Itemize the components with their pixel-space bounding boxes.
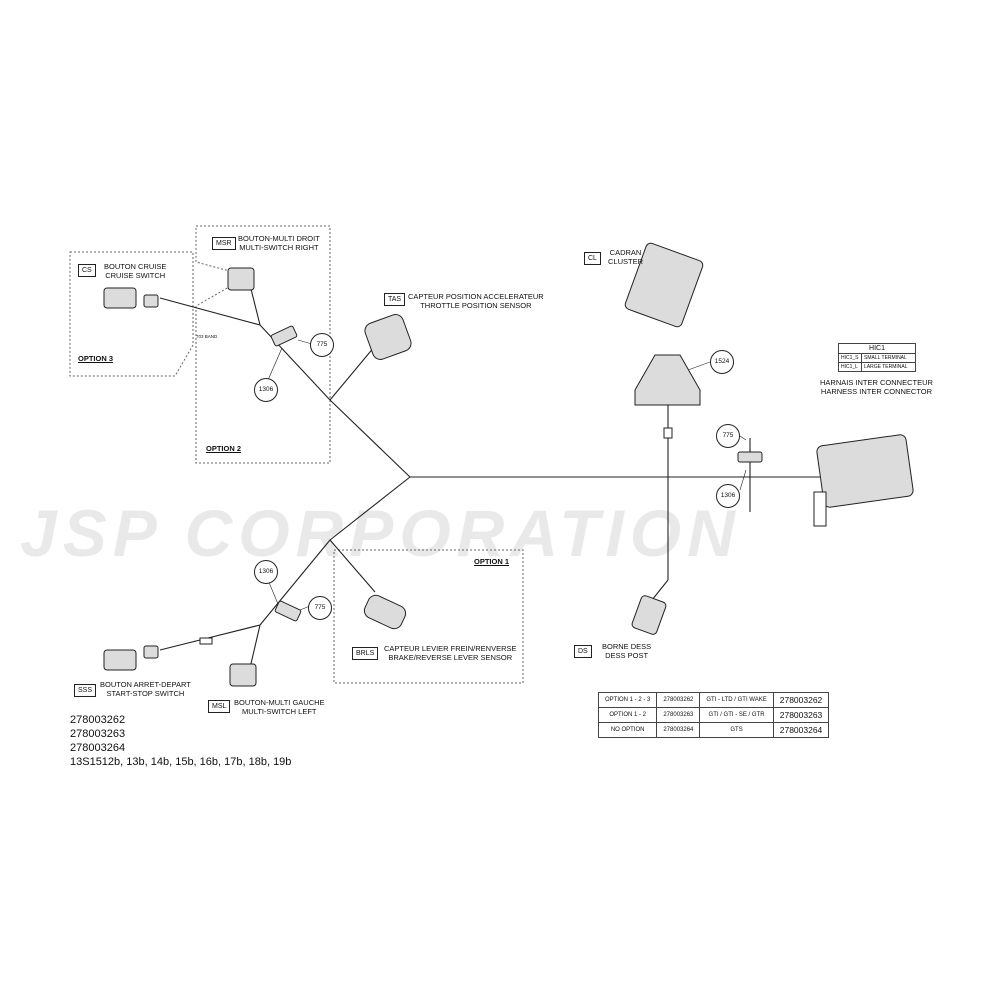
fastener-bottom bbox=[274, 600, 302, 622]
option-3-label: OPTION 3 bbox=[78, 354, 114, 363]
part-number: 13S1512b, 13b, 14b, 15b, 16b, 17b, 18b, … bbox=[70, 756, 292, 768]
cluster-connector bbox=[624, 242, 704, 328]
grommet-1524 bbox=[634, 354, 701, 406]
callout-1524: 1524 bbox=[710, 350, 734, 374]
callout-775-top: 775 bbox=[310, 333, 334, 357]
option-2-boundary bbox=[195, 225, 331, 464]
part-number: 278003264 bbox=[70, 742, 126, 754]
part-number: 278003263 bbox=[70, 728, 126, 740]
option-1-boundary bbox=[333, 549, 524, 684]
label-tag bbox=[813, 491, 827, 527]
callout-1306-top: 1306 bbox=[254, 378, 278, 402]
harness-inter-connector-body bbox=[816, 434, 914, 508]
code-tas: TAS bbox=[384, 293, 406, 306]
multi-switch-left-connector bbox=[229, 663, 257, 687]
tape-marker-bottom bbox=[199, 637, 213, 645]
harness-wires bbox=[159, 284, 820, 669]
tape-marker bbox=[663, 427, 673, 439]
code-msl: MSL bbox=[208, 700, 231, 713]
watermark-text: JSP CORPORATION bbox=[20, 496, 741, 570]
option-2-label: OPTION 2 bbox=[206, 444, 242, 453]
code-cl: CL bbox=[584, 252, 601, 265]
code-ds: DS bbox=[574, 645, 592, 658]
code-msr: MSR bbox=[212, 237, 236, 250]
code-cs: CS bbox=[78, 264, 96, 277]
part-number: 278003262 bbox=[70, 714, 126, 726]
code-brls: BRLS bbox=[352, 647, 379, 660]
option-1-label: OPTION 1 bbox=[474, 557, 510, 566]
throttle-sensor-connector bbox=[364, 314, 412, 360]
dess-post-connector bbox=[631, 595, 667, 635]
callout-1306-right: 1306 bbox=[716, 484, 740, 508]
band-note: 703 BAND bbox=[196, 334, 218, 339]
callout-1306-bottom: 1306 bbox=[254, 560, 278, 584]
fastener-right bbox=[737, 451, 763, 463]
start-stop-switch-plug bbox=[143, 645, 159, 659]
part-number-list: 278003262 278003263 278003264 13S1512b, … bbox=[70, 713, 291, 769]
cruise-switch-connector bbox=[103, 287, 137, 309]
brake-lever-sensor-connector bbox=[363, 594, 407, 630]
fastener-top bbox=[270, 325, 298, 347]
callout-775-right: 775 bbox=[716, 424, 740, 448]
code-sss: SSS bbox=[74, 684, 97, 697]
callout-775-bottom: 775 bbox=[308, 596, 332, 620]
cruise-switch-plug bbox=[143, 294, 159, 308]
option-3-boundary bbox=[69, 251, 194, 377]
multi-switch-right-connector bbox=[227, 267, 255, 291]
start-stop-switch-connector bbox=[103, 649, 137, 671]
